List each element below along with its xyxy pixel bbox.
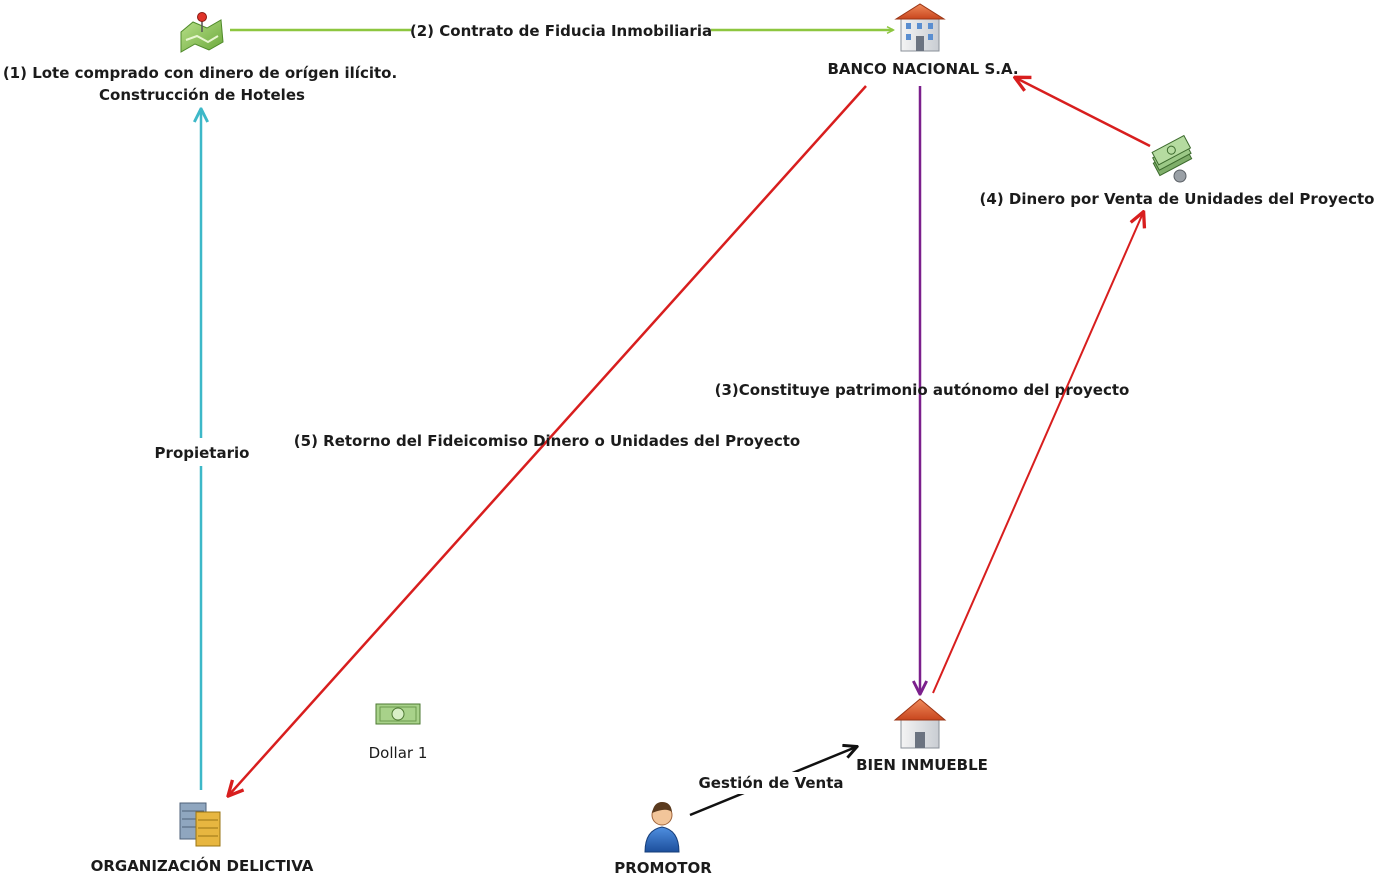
edge-retorno-label: (5) Retorno del Fideicomiso Dinero o Uni… xyxy=(294,432,800,450)
edge-propietario-label: Propietario xyxy=(155,444,250,462)
node-dollar-label: Dollar 1 xyxy=(369,744,428,762)
node-lote-line1: (1) Lote comprado con dinero de orígen i… xyxy=(3,64,397,82)
edge-gestion-label-bg xyxy=(698,772,844,794)
person-icon xyxy=(644,802,680,853)
map-pin-icon xyxy=(180,12,224,53)
node-dollar[interactable]: Dollar 1 xyxy=(369,703,428,762)
node-promotor[interactable]: PROMOTOR xyxy=(614,802,712,877)
node-organizacion-label: ORGANIZACIÓN DELICTIVA xyxy=(91,856,314,875)
edge-gestion-label: Gestión de Venta xyxy=(699,774,844,792)
server-stack-icon xyxy=(179,802,221,847)
edge-propietario[interactable]: Propietario xyxy=(155,110,250,790)
edge-venta-a-dinero[interactable] xyxy=(932,213,1143,694)
edge-contrato-fiducia[interactable]: (2) Contrato de Fiducia Inmobiliaria xyxy=(230,22,893,40)
edge-constituye-patrimonio[interactable]: (3)Constituye patrimonio autónomo del pr… xyxy=(715,86,1130,693)
node-lote-line2: Construcción de Hoteles xyxy=(99,86,305,104)
house-icon xyxy=(893,698,947,749)
edge-contrato-label: (2) Contrato de Fiducia Inmobiliaria xyxy=(410,22,712,40)
money-stack-icon xyxy=(1151,134,1193,183)
node-banco[interactable]: BANCO NACIONAL S.A. xyxy=(827,3,1019,78)
edge-dinero-a-banco[interactable] xyxy=(1016,78,1151,148)
node-organizacion[interactable]: ORGANIZACIÓN DELICTIVA xyxy=(91,802,314,875)
building-icon xyxy=(894,3,946,52)
node-lote[interactable]: (1) Lote comprado con dinero de orígen i… xyxy=(3,12,397,105)
node-dinero-venta[interactable]: (4) Dinero por Venta de Unidades del Pro… xyxy=(980,134,1375,208)
node-bien-label: BIEN INMUEBLE xyxy=(856,756,988,774)
edge-constituye-label: (3)Constituye patrimonio autónomo del pr… xyxy=(715,381,1130,399)
dollar-bill-icon xyxy=(375,703,421,725)
node-banco-label: BANCO NACIONAL S.A. xyxy=(827,60,1018,78)
node-bien-inmueble[interactable]: BIEN INMUEBLE xyxy=(856,698,988,774)
node-promotor-label: PROMOTOR xyxy=(614,859,712,877)
node-dinero-venta-label: (4) Dinero por Venta de Unidades del Pro… xyxy=(980,190,1375,208)
edge-gestion-venta[interactable]: Gestión de Venta xyxy=(689,747,856,817)
edge-retorno-fideicomiso[interactable]: (5) Retorno del Fideicomiso Dinero o Uni… xyxy=(229,85,867,795)
